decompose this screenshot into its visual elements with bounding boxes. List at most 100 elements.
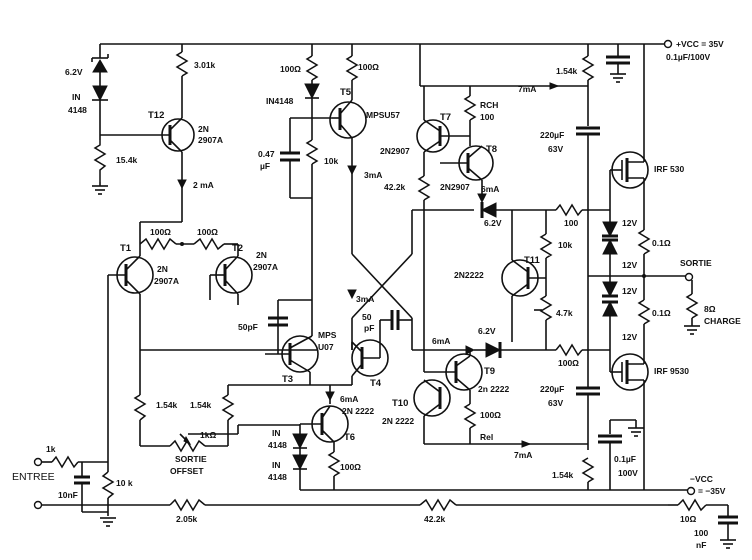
- t2-name: T2: [232, 243, 243, 254]
- t11-type: 2N2222: [454, 270, 484, 280]
- cap-220-top-v-label: 63V: [548, 144, 563, 154]
- d-t6b-in: IN: [272, 460, 281, 470]
- resistor-10k-t5-label: 10k: [324, 156, 338, 166]
- t6-stage: IN 4148 IN 4148 T6 2N 2222 100Ω: [238, 405, 374, 490]
- input-return-terminal[interactable]: [33, 500, 43, 510]
- output-label: SORTIE: [680, 258, 712, 268]
- t7-type: 2N2907: [380, 146, 410, 156]
- t4-name: T4: [370, 378, 382, 389]
- diode-in4148-t5-label: IN4148: [266, 96, 294, 106]
- diode-4148-label: 4148: [68, 105, 87, 115]
- mosfet-lower-label: IRF 9530: [654, 366, 689, 376]
- cap-047-label: 0.47: [258, 149, 275, 159]
- zener-6v2-low-label: 6.2V: [478, 326, 496, 336]
- vcc-positive-cap-label: 0.1µF/100V: [666, 52, 710, 62]
- t1-type2: 2907A: [154, 276, 179, 286]
- output-mosfet-lower: IRF 9530: [609, 350, 689, 490]
- resistor-3k01: 3.01k: [175, 44, 216, 118]
- resistor-100-t5b-label: 100Ω: [358, 62, 379, 72]
- t6-type: 2N 2222: [342, 406, 374, 416]
- resistor-1k54-left-label: 1.54k: [156, 400, 178, 410]
- zener-12v-1: 12V: [622, 218, 637, 228]
- zener-6v2-mid-label: 6.2V: [484, 218, 502, 228]
- t6-current: 6mA: [340, 394, 358, 404]
- cap-01-bot-label: 0.1µF: [614, 454, 636, 464]
- t10-type: 2N 2222: [382, 416, 414, 426]
- resistor-100-t6-label: 100Ω: [340, 462, 361, 472]
- cap-01-bot-v-label: 100V: [618, 468, 638, 478]
- t3-name: T3: [282, 374, 293, 385]
- resistor-10-out-label: 10Ω: [680, 514, 696, 524]
- diode-in4148-t12: IN 4148: [68, 72, 108, 140]
- t11-stage: 10k T11 2N2222 4.7k: [454, 210, 573, 350]
- input-label: ENTREE: [12, 471, 55, 483]
- t8-name: T8: [486, 144, 497, 155]
- resistor-1k54-bot-label: 1.54k: [552, 470, 574, 480]
- resistor-42k2-fb-label: 42.2k: [424, 514, 446, 524]
- output-zobel: 10Ω 100 nF: [668, 498, 738, 550]
- resistor-42k2-mid-label: 42.2k: [384, 182, 406, 192]
- collector-loads: 1.54k 1.54k 1kΩ SORTIE OFFSET: [133, 349, 318, 476]
- resistor-10k-in-label: 10 k: [116, 478, 133, 488]
- current-7ma-top: 7mA: [518, 84, 536, 94]
- rch-value: 100: [480, 112, 494, 122]
- t12-type: 2N: [198, 124, 209, 134]
- vcc-negative-value: = −35V: [698, 486, 726, 496]
- current-6ma-t8: 6mA: [481, 184, 499, 194]
- t6-name: T6: [344, 432, 355, 443]
- current-6ma-t9: 6mA: [432, 336, 450, 346]
- input-network: 1k ENTREE 10nF 10 k 2.05k 42.2k: [12, 275, 668, 527]
- cap-100n-label: 100: [694, 528, 708, 538]
- resistor-15k4: 15.4k: [93, 140, 138, 182]
- d-t6a-in: IN: [272, 428, 281, 438]
- output-terminal[interactable]: [684, 272, 694, 282]
- vcc-positive-label: +VCC = 35V: [676, 39, 724, 49]
- vcc-positive-terminal[interactable]: [663, 39, 673, 49]
- d-t6a-4148: 4148: [268, 440, 287, 450]
- t12-type2: 2907A: [198, 135, 223, 145]
- resistor-100-t5a-label: 100Ω: [280, 64, 301, 74]
- cap-100n-unit: nF: [696, 540, 706, 550]
- offset-label: SORTIE: [175, 454, 207, 464]
- vcc-negative-label: −VCC: [690, 474, 713, 484]
- resistor-01-a-label: 0.1Ω: [652, 238, 671, 248]
- offset-pot-label: 1kΩ: [200, 430, 216, 440]
- t10-name: T10: [392, 398, 408, 409]
- t12-current: 2 mA: [193, 180, 214, 190]
- output-node: 0.1Ω 0.1Ω SORTIE 8Ω CHARGE: [588, 229, 741, 360]
- resistor-1k54-right-label: 1.54k: [190, 400, 212, 410]
- resistor-10k-mid-label: 10k: [558, 240, 572, 250]
- t7-name: T7: [440, 112, 451, 123]
- cap-50pf-left-label: 50pF: [238, 322, 258, 332]
- cap-220-bot-label: 220µF: [540, 384, 564, 394]
- vcc-negative-terminal[interactable]: [686, 486, 696, 496]
- resistor-1k-label: 1k: [46, 444, 56, 454]
- t12-name: T12: [148, 110, 164, 121]
- resistor-100-t1a-label: 100Ω: [150, 227, 171, 237]
- rch-label: RCH: [480, 100, 498, 110]
- offset-label2: OFFSET: [170, 466, 204, 476]
- resistor-4k7-label: 4.7k: [556, 308, 573, 318]
- t3-t4-stage: 3mA 50pF T3 MPS U07 T4 50 pF 6mA: [238, 289, 412, 404]
- input-terminal[interactable]: [33, 457, 43, 467]
- t9-name: T9: [484, 366, 495, 377]
- load-label: CHARGE: [704, 316, 741, 326]
- current-7ma-bot: 7mA: [514, 450, 532, 460]
- t5-type: MPSU57: [366, 110, 400, 120]
- emitter-resistors: 100Ω 100Ω: [139, 221, 239, 256]
- zener-12v-3: 12V: [622, 286, 637, 296]
- resistor-3k01-label: 3.01k: [194, 60, 216, 70]
- t5-current: 3mA: [364, 170, 382, 180]
- t3-type2: U07: [318, 342, 334, 352]
- resistor-01-b-label: 0.1Ω: [652, 308, 671, 318]
- ground-t12: [92, 182, 108, 195]
- t34-current: 3mA: [356, 294, 374, 304]
- zener-6v2-t12: 6.2V: [65, 44, 109, 77]
- resistor-1k54-top-label: 1.54k: [556, 66, 578, 76]
- cap-pf-right-label: pF: [364, 323, 374, 333]
- mosfet-upper-label: IRF 530: [654, 164, 685, 174]
- t5-stage: 100Ω IN4148 0.47 µF 10k 100Ω T5 MPSU57 3…: [258, 44, 413, 350]
- t2-type: 2N: [256, 250, 267, 260]
- supply-decoupling: 1.54k 220µF 63V 220µF 63V 1.54k 0.1µF 10…: [540, 44, 644, 490]
- transistor-t1: T1 2N 2907A: [108, 243, 179, 395]
